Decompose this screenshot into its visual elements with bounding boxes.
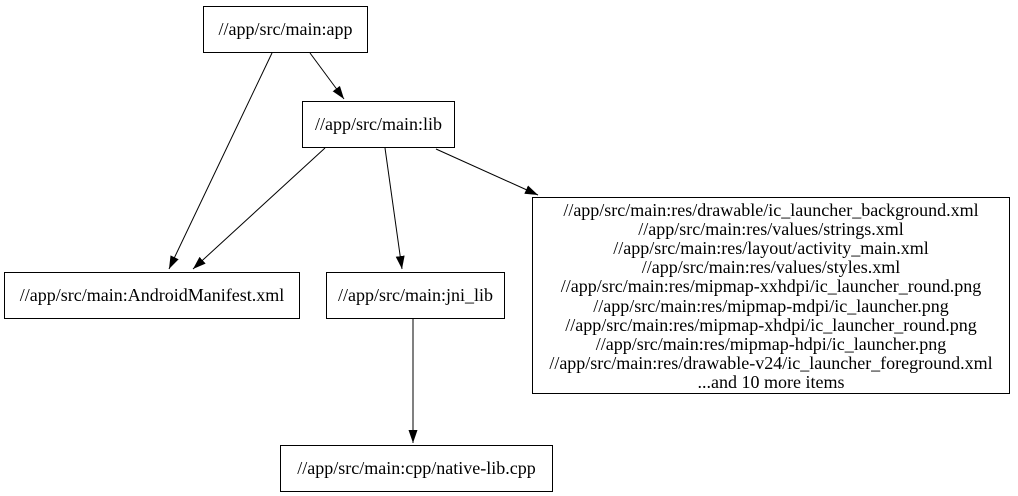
res-group-item: //app/src/main:res/drawable-v24/ic_launc… (549, 352, 993, 373)
edge-lib-to-jni-lib (384, 147, 405, 270)
edge-lib-to-res-group (435, 148, 539, 196)
res-group-item: //app/src/main:res/values/styles.xml (641, 257, 901, 278)
res-group-item: //app/src/main:res/mipmap-mdpi/ic_launch… (593, 295, 949, 316)
res-group-more-items: ...and 10 more items (697, 371, 845, 392)
node-app-label: //app/src/main:app (218, 19, 353, 39)
node-jni-lib-label: //app/src/main:jni_lib (338, 285, 493, 305)
edge-lib-to-android-manifest (192, 147, 326, 270)
node-app: //app/src/main:app (203, 6, 368, 53)
edge-app-to-lib (309, 52, 345, 100)
edge-app-to-android-manifest (168, 52, 273, 270)
res-group-item: //app/src/main:res/values/strings.xml (638, 219, 904, 240)
res-group-item: //app/src/main:res/mipmap-xhdpi/ic_launc… (565, 314, 977, 335)
node-android-manifest: //app/src/main:AndroidManifest.xml (4, 272, 300, 319)
node-native-lib: //app/src/main:cpp/native-lib.cpp (280, 445, 553, 492)
node-res-group: //app/src/main:res/drawable/ic_launcher_… (532, 197, 1010, 394)
res-group-item: //app/src/main:res/mipmap-hdpi/ic_launch… (595, 333, 947, 354)
node-lib: //app/src/main:lib (302, 101, 455, 148)
node-jni-lib: //app/src/main:jni_lib (326, 272, 505, 319)
node-native-lib-label: //app/src/main:cpp/native-lib.cpp (297, 458, 536, 478)
node-lib-label: //app/src/main:lib (315, 114, 442, 134)
res-group-item: //app/src/main:res/drawable/ic_launcher_… (563, 200, 979, 221)
node-android-manifest-label: //app/src/main:AndroidManifest.xml (19, 285, 285, 305)
res-group-item: //app/src/main:res/mipmap-xxhdpi/ic_laun… (560, 276, 982, 297)
res-group-item: //app/src/main:res/layout/activity_main.… (613, 238, 929, 259)
